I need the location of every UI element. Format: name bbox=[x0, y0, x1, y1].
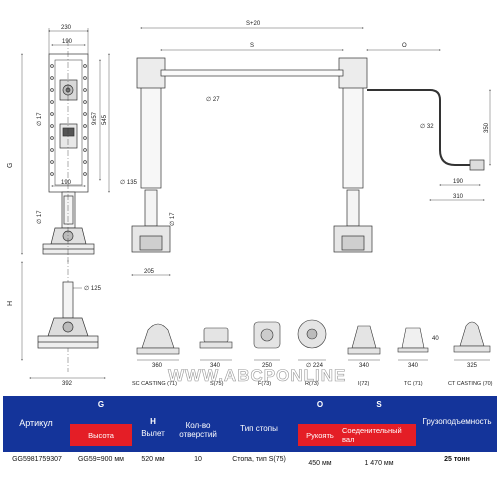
header-stroke: Вылет bbox=[141, 429, 165, 439]
cell-capacity: 25 тонн bbox=[444, 456, 470, 463]
foot-dim-sc: 360 bbox=[152, 363, 163, 369]
dim-s-plus-20: S+20 bbox=[246, 21, 261, 27]
cell-shaft: 1 470 мм bbox=[364, 460, 394, 467]
dim-shaft-dia: ∅ 27 bbox=[206, 96, 220, 103]
cell-holes: 10 bbox=[194, 456, 202, 463]
header-article: Артикул bbox=[19, 417, 53, 428]
foot-tc bbox=[397, 327, 429, 353]
header-foot: Тип стопы bbox=[240, 424, 278, 434]
header-s-letter: S bbox=[376, 400, 382, 410]
watermark: WWW.ABCPONLINE bbox=[168, 366, 346, 385]
foot-label-sc: SC CASTING (71) bbox=[132, 381, 177, 387]
dim-190-bottom: 190 bbox=[61, 180, 72, 186]
foot-r bbox=[297, 319, 327, 349]
foot-sc-casting bbox=[136, 323, 180, 355]
foot-dim-tc: 340 bbox=[408, 363, 419, 369]
dim-135: ∅ 135 bbox=[120, 179, 138, 186]
cell-handle: 450 мм bbox=[308, 460, 332, 467]
header-o-letter: O bbox=[316, 400, 324, 410]
header-height: Высота bbox=[70, 424, 132, 446]
header-shaft: Соеденительный вал bbox=[342, 424, 416, 446]
foot-dim-tc-height: 40 bbox=[432, 336, 439, 342]
header-holes: Кол-во отверстий bbox=[179, 420, 217, 439]
dim-h: H bbox=[7, 301, 14, 306]
dim-190-top: 190 bbox=[62, 39, 73, 45]
cell-article: GG5981759307 bbox=[12, 456, 62, 463]
extended-leg bbox=[37, 258, 99, 372]
dim-310: 310 bbox=[453, 194, 464, 200]
cell-height: GG59=900 мм bbox=[77, 456, 124, 463]
dim-s: S bbox=[250, 43, 254, 49]
foot-f bbox=[253, 321, 281, 349]
side-view bbox=[131, 57, 485, 253]
cell-foot: Стопа, тип S(75) bbox=[232, 456, 286, 463]
header-g-letter: G bbox=[97, 400, 105, 410]
dim-545: 545 bbox=[102, 114, 108, 125]
dim-holes: 9x57 bbox=[92, 111, 98, 125]
header-h-letter: H bbox=[150, 417, 156, 427]
foot-dim-i: 340 bbox=[359, 363, 370, 369]
dim-o: O bbox=[402, 43, 407, 49]
front-view bbox=[42, 40, 95, 262]
foot-dim-r: ∅ 224 bbox=[306, 362, 324, 369]
foot-label-f: F(73) bbox=[258, 381, 271, 387]
dim-350: 350 bbox=[484, 122, 490, 133]
foot-label-tc: TC (71) bbox=[404, 381, 423, 387]
dim-190-handle: 190 bbox=[453, 179, 464, 185]
dim-handle-dia: ∅ 32 bbox=[420, 123, 434, 130]
dim-pad-dia: ∅ 125 bbox=[84, 285, 102, 292]
dim-pin-dia: ∅ 17 bbox=[36, 210, 43, 224]
technical-drawing: 230 190 9x57 545 ∅ 17 190 ∅ 17 G H ∅ 125… bbox=[7, 21, 493, 387]
foot-dim-f: 250 bbox=[262, 363, 273, 369]
foot-dim-s: 340 bbox=[210, 363, 221, 369]
dim-392: 392 bbox=[62, 381, 73, 387]
header-capacity: Грузоподъемность bbox=[422, 417, 492, 427]
foot-label-s: S(75) bbox=[210, 381, 224, 387]
foot-label-r: R(73) bbox=[305, 381, 319, 387]
foot-label-ct: CT CASTING (70) bbox=[448, 381, 493, 387]
dim-g: G bbox=[7, 163, 14, 168]
foot-i bbox=[347, 325, 381, 355]
dim-hole-dia: ∅ 17 bbox=[36, 112, 43, 126]
dim-230: 230 bbox=[61, 25, 72, 31]
foot-dim-ct: 325 bbox=[467, 363, 478, 369]
foot-s bbox=[199, 327, 233, 349]
foot-label-i: I(72) bbox=[358, 381, 369, 387]
cell-stroke: 520 мм bbox=[141, 456, 165, 463]
header-handle: Рукоять bbox=[298, 424, 342, 446]
foot-ct-casting bbox=[453, 321, 491, 353]
spec-table: Артикул G Высота H Вылет Кол-во отверсти… bbox=[0, 396, 500, 500]
dim-205: 205 bbox=[144, 269, 155, 275]
dim-leg-hole: ∅ 17 bbox=[169, 212, 176, 226]
